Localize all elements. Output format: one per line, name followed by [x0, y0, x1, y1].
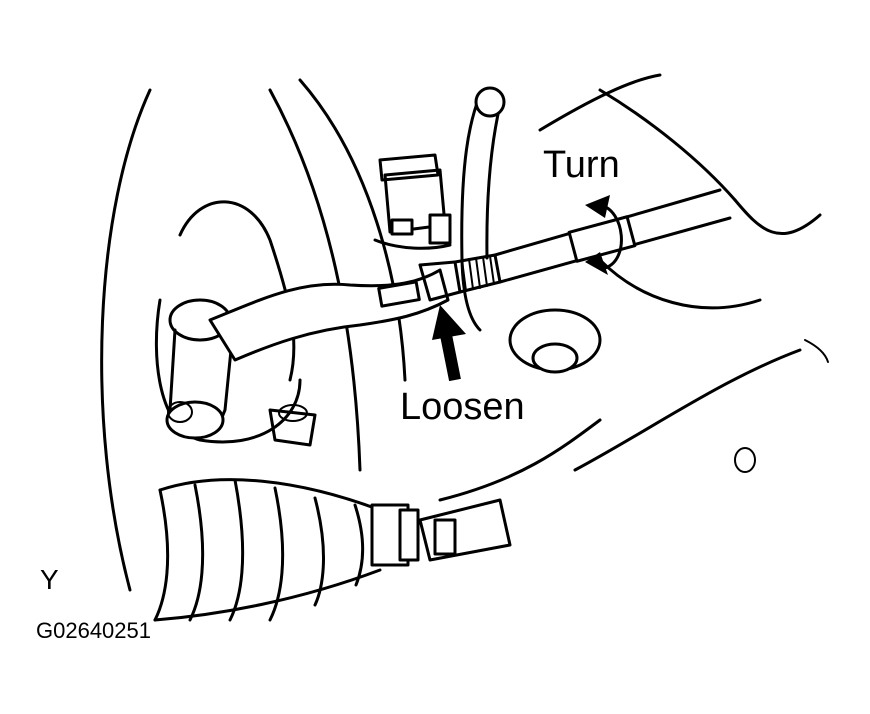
- inner-tie-rod: [493, 188, 732, 284]
- steering-knuckle: [154, 200, 317, 447]
- figure-code: G02640251: [36, 618, 151, 643]
- turn-label: Turn: [543, 144, 620, 186]
- adjusting-sleeve: [567, 215, 637, 263]
- loosen-label: Loosen: [400, 386, 525, 428]
- loosen-arrow-icon: [432, 305, 466, 382]
- ball-joint-nut: [165, 400, 225, 440]
- strut-clamp: [373, 153, 452, 250]
- tire-outline: [100, 78, 407, 592]
- tie-rod-end: [208, 260, 462, 362]
- lower-control-arm: [438, 73, 829, 502]
- rack-boot: [153, 478, 512, 622]
- turn-arrow-icon: [585, 195, 623, 275]
- view-indicator: Y: [40, 564, 59, 595]
- brake-hose: [460, 86, 506, 332]
